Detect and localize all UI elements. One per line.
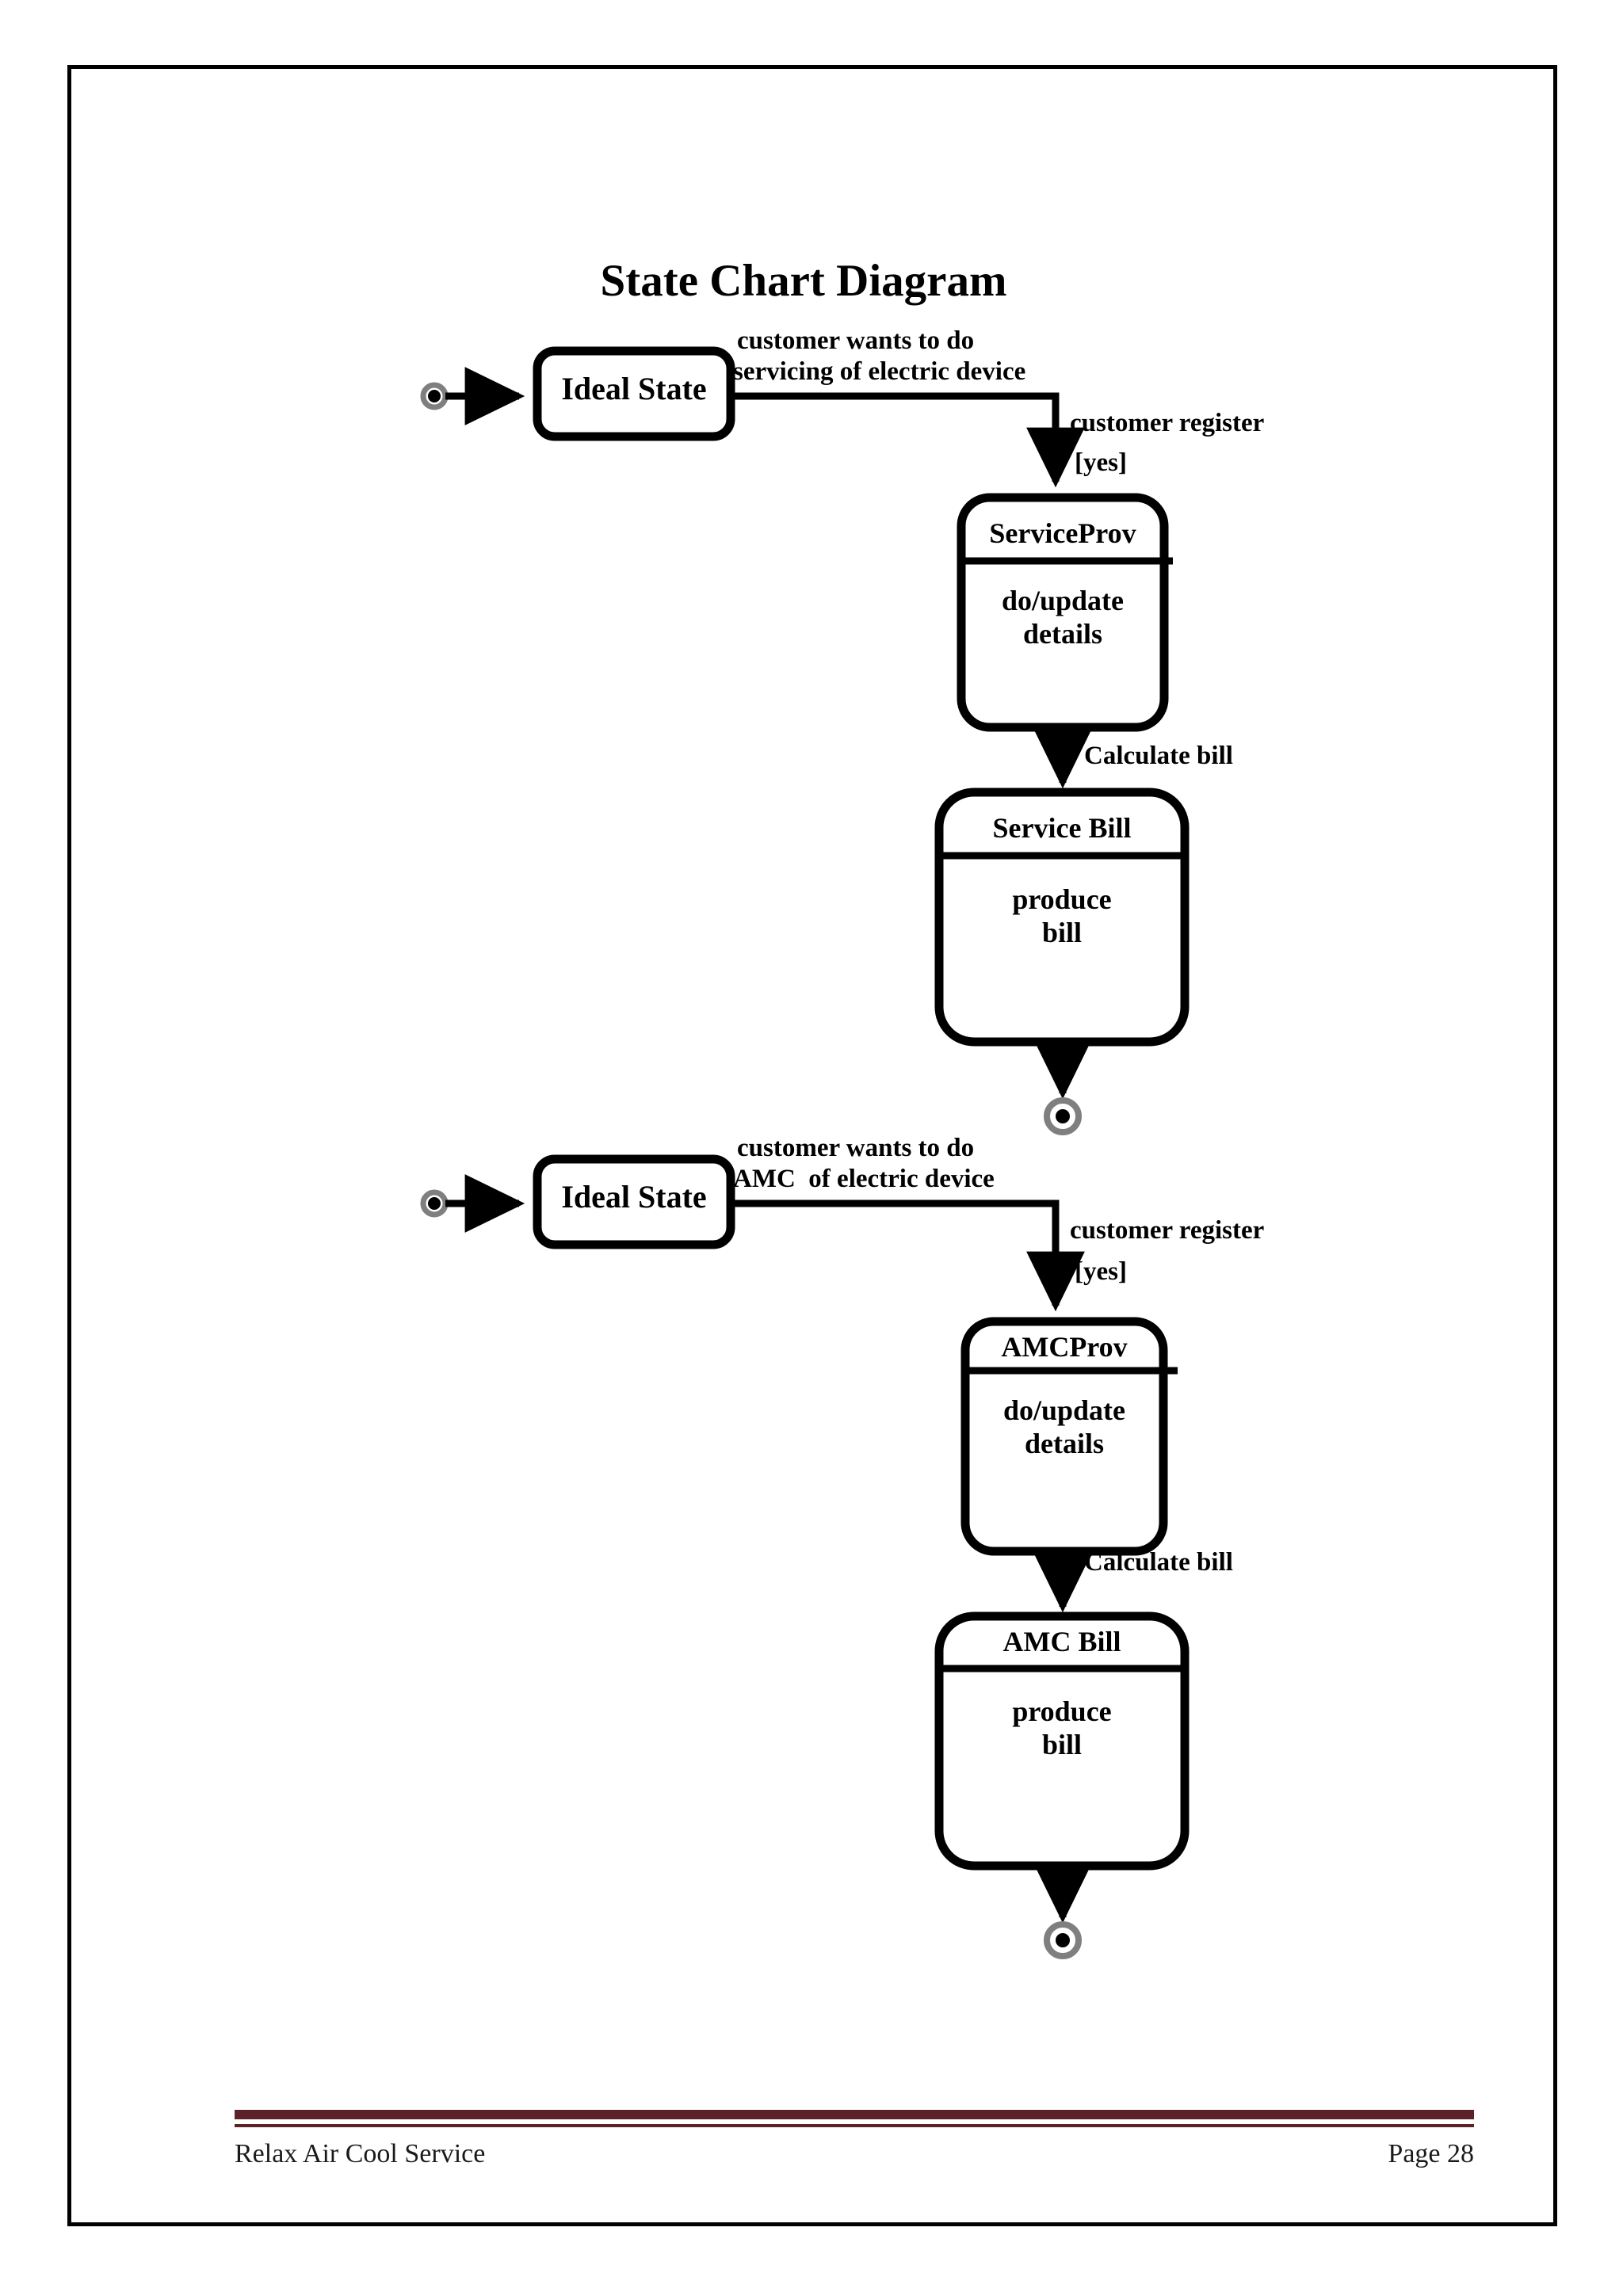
- final-state-marker-1: [1044, 1097, 1082, 1135]
- transition-ideal2-to-amcprov: [731, 1199, 1085, 1312]
- transition-guard-ideal1-line2: [yes]: [1075, 448, 1127, 477]
- transition-label-ideal1-line2: servicing of electric device: [733, 357, 1026, 386]
- transition-guard-ideal2-line1: customer register: [1070, 1216, 1265, 1245]
- footer-rule-thin: [235, 2124, 1474, 2127]
- transition-label-ideal2-line1: customer wants to do: [737, 1134, 975, 1162]
- transition-label-ideal1-line1: customer wants to do: [737, 326, 975, 355]
- state-label-service-bill: Service Bill: [992, 812, 1132, 844]
- state-activity-amc-bill-line1: produce: [1012, 1695, 1112, 1727]
- state-activity-amc-bill-line2: bill: [1041, 1729, 1083, 1760]
- state-activity-service-bill-line2: bill: [1041, 917, 1083, 948]
- state-label-service-prov: ServiceProv: [989, 517, 1136, 549]
- transition-label-calculate-bill-2: Calculate bill: [1084, 1548, 1233, 1577]
- transition-guard-ideal2-line2: [yes]: [1075, 1257, 1127, 1286]
- page-title-text: State Chart Diagram: [600, 256, 1007, 306]
- page-border-frame: [67, 65, 1557, 2226]
- state-label-amc-prov: AMCProv: [1001, 1331, 1128, 1363]
- state-activity-service-bill-line1: produce: [1012, 883, 1112, 915]
- transition-ideal1-to-serviceprov: [731, 392, 1085, 488]
- transition-label-calculate-bill-1: Calculate bill: [1084, 742, 1233, 770]
- footer-page-number: Page 28: [1388, 2139, 1474, 2168]
- initial-state-marker-1: [420, 382, 449, 410]
- page-title: State Chart Diagram: [0, 255, 1623, 307]
- initial-state-marker-2: [420, 1189, 449, 1218]
- footer-left-text: Relax Air Cool Service: [235, 2139, 486, 2168]
- state-activity-service-prov-line2: details: [1022, 618, 1102, 650]
- transition-guard-ideal1-line1: customer register: [1070, 409, 1265, 437]
- state-label-ideal-state-1: Ideal State: [561, 371, 707, 406]
- state-label-ideal-state-2: Ideal State: [561, 1179, 707, 1215]
- state-label-amc-bill: AMC Bill: [1002, 1626, 1121, 1657]
- state-activity-amc-prov-line2: details: [1024, 1428, 1104, 1459]
- state-activity-amc-prov-line1: do/update: [1002, 1394, 1126, 1426]
- footer-rule-thick: [235, 2110, 1474, 2119]
- transition-label-ideal2-line2: AMC of electric device: [733, 1165, 995, 1193]
- state-activity-service-prov-line1: do/update: [1001, 585, 1125, 616]
- final-state-marker-2: [1044, 1921, 1082, 1959]
